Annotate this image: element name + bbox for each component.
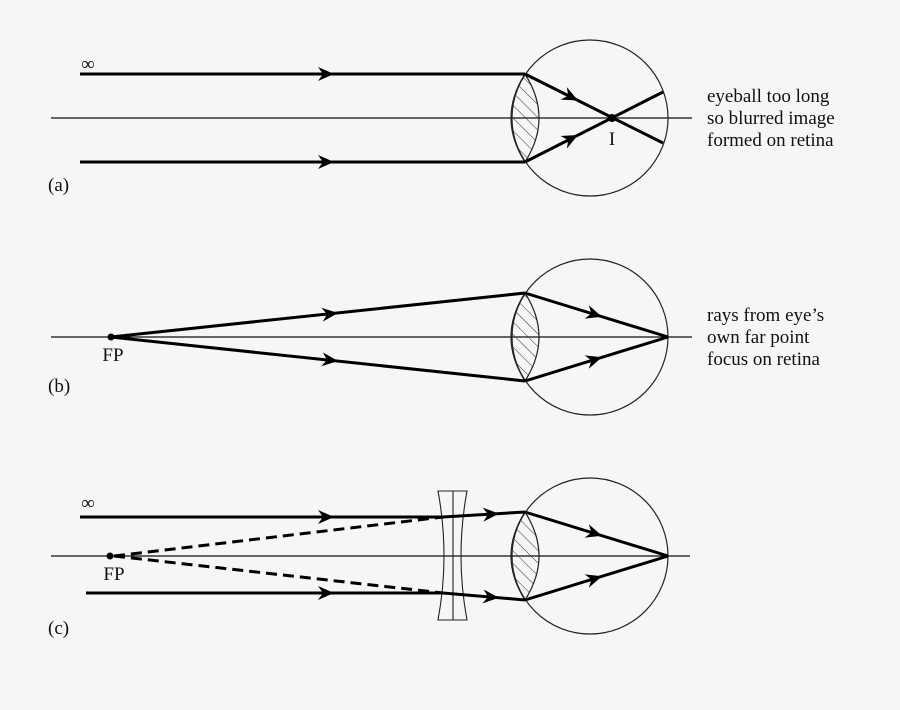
refracted-ray-bottom [524,90,664,164]
arrow-icon [560,128,582,149]
far-point-label: FP [102,345,123,366]
infinity-symbol: ∞ [81,493,95,514]
arrow-icon [560,87,582,107]
image-point-label: I [609,129,615,150]
arrow-icon [584,350,605,369]
arrow-icon [584,305,605,324]
infinity-symbol: ∞ [81,54,95,75]
ray-from-fp-top [110,291,526,339]
caption-a-line-1: eyeball too long [707,86,830,107]
image-point-dot [608,114,616,122]
eye-lens [510,291,540,383]
panel-a: ∞ I (a) eyeball too long so blurred imag… [48,39,835,197]
concave-corrective-lens [437,490,468,621]
diverged-ray-bottom [442,591,526,602]
caption-a-line-2: so blurred image [707,108,835,129]
eye-lens [510,72,540,164]
panel-label-b: (b) [48,376,70,397]
far-point-dot [107,333,115,341]
panel-c: ∞ FP (c) [48,477,690,639]
far-point-label: FP [103,564,124,585]
caption-b-line-1: rays from eye’s [707,305,824,326]
diverged-ray-top [442,510,526,519]
far-point-dot [106,552,114,560]
panel-label-a: (a) [48,175,69,196]
virtual-ray-top [113,515,444,558]
refracted-ray-top [524,72,664,145]
panel-b: FP (b) rays from eye’s own far point foc… [48,258,824,416]
panel-label-c: (c) [48,618,69,639]
virtual-ray-bottom [113,554,444,595]
ray-from-fp-bottom [110,335,526,383]
caption-b-line-2: own far point [707,327,810,348]
arrow-icon [584,524,605,543]
arrow-icon [584,569,605,588]
eye-lens [510,510,540,602]
caption-a-line-3: formed on retina [707,130,834,151]
caption-b-line-3: focus on retina [707,349,820,370]
